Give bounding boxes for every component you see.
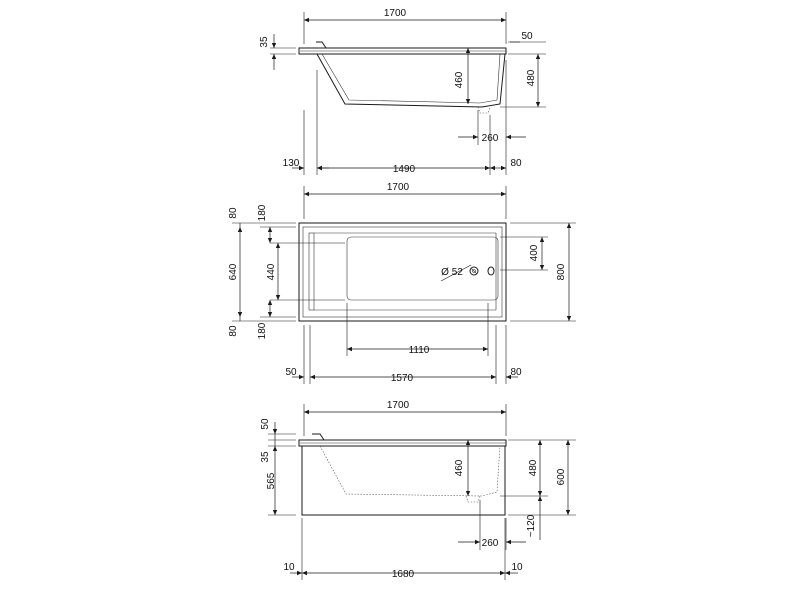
plan-view-dimensions bbox=[232, 186, 576, 384]
front-overall-length-label: 1700 bbox=[387, 400, 410, 411]
front-overall-height-label: 600 bbox=[556, 468, 567, 485]
front-left-gap-label: 10 bbox=[283, 562, 295, 573]
side-view-dimensions bbox=[270, 12, 546, 175]
front-total-height-label: 480 bbox=[528, 459, 539, 476]
front-feet-height-label: ~120 bbox=[526, 514, 537, 537]
front-right-gap-label: 10 bbox=[511, 562, 523, 573]
side-view-labels: 1700 35 50 460 480 260 130 1490 80 bbox=[259, 8, 537, 175]
plan-bottom-border-label: 80 bbox=[228, 325, 239, 337]
front-drain-offset-label: 260 bbox=[482, 538, 499, 549]
side-total-height-label: 480 bbox=[526, 69, 537, 86]
front-view-tub bbox=[298, 433, 507, 516]
front-panel-height-label: 565 bbox=[266, 472, 277, 489]
front-rim-top-label: 50 bbox=[260, 418, 271, 430]
plan-left-margin-label: 50 bbox=[285, 367, 297, 378]
side-view-tub bbox=[298, 41, 507, 114]
plan-view-labels: 1700 80 180 640 440 80 180 400 800 Ø 52 … bbox=[228, 182, 567, 384]
plan-overall-length-label: 1700 bbox=[387, 182, 410, 193]
plan-top-border-label: 80 bbox=[228, 207, 239, 219]
side-rim-height-label: 35 bbox=[259, 36, 270, 48]
plan-basin-length-label: 1110 bbox=[409, 345, 430, 356]
front-view-dimensions bbox=[268, 404, 576, 580]
plan-inner-width-label: 640 bbox=[228, 263, 239, 280]
front-rim-height-label: 35 bbox=[260, 451, 271, 463]
plan-right-margin-label: 80 bbox=[510, 367, 522, 378]
side-inner-depth-label: 460 bbox=[454, 71, 465, 88]
side-bottom-length-label: 1490 bbox=[393, 164, 416, 175]
drain-icon bbox=[469, 266, 479, 276]
side-right-rim-label: 50 bbox=[521, 31, 533, 42]
front-inner-depth-label: 460 bbox=[454, 459, 465, 476]
side-right-offset-label: 80 bbox=[510, 158, 522, 169]
plan-basin-width-label: 440 bbox=[266, 263, 277, 280]
plan-view-tub bbox=[298, 222, 507, 322]
plan-overall-width-label: 800 bbox=[556, 263, 567, 280]
plan-top-border-inner-label: 180 bbox=[257, 204, 268, 221]
side-drain-offset-label: 260 bbox=[482, 133, 499, 144]
plan-inner-length-label: 1570 bbox=[391, 373, 414, 384]
plan-view: 1700 80 180 640 440 80 180 400 800 Ø 52 … bbox=[228, 182, 576, 384]
side-overall-length-label: 1700 bbox=[384, 8, 407, 19]
side-view: 1700 35 50 460 480 260 130 1490 80 bbox=[259, 8, 546, 175]
side-left-offset-label: 130 bbox=[283, 158, 300, 169]
plan-drain-diameter-label: Ø 52 bbox=[441, 267, 463, 278]
front-view: 1700 50 35 565 460 480 600 ~120 260 10 1… bbox=[260, 400, 576, 580]
front-panel-length-label: 1680 bbox=[392, 569, 415, 580]
plan-right-width-label: 400 bbox=[529, 244, 540, 261]
plan-bottom-border-inner-label: 180 bbox=[257, 322, 268, 339]
front-view-labels: 1700 50 35 565 460 480 600 ~120 260 10 1… bbox=[260, 400, 567, 580]
overflow-icon bbox=[487, 266, 495, 276]
